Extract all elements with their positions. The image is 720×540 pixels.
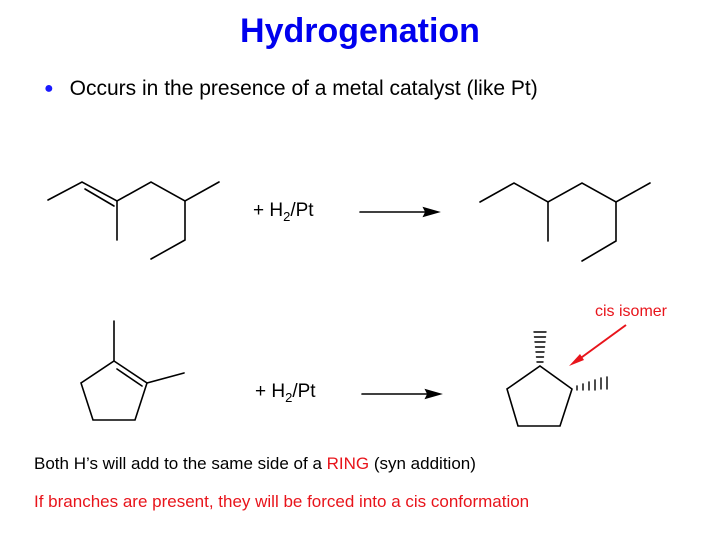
ring-highlight: RING	[326, 454, 370, 473]
annotation-arrow	[569, 324, 627, 366]
cis-cycloalkane-product-structure	[506, 331, 608, 427]
reagent-label-1: + H2/Pt	[253, 200, 314, 224]
note-text: Both H’s will add to the same side of a	[34, 454, 327, 473]
reagent-prefix: + H	[255, 381, 286, 402]
cycloalkene-reactant-structure	[80, 320, 185, 421]
slide-title: Hydrogenation	[240, 12, 480, 50]
cis-conformation-note: If branches are present, they will be fo…	[34, 492, 530, 511]
syn-addition-note: Both H’s will add to the same side of a …	[34, 454, 476, 474]
alkene-reactant-structure	[47, 181, 220, 260]
cis-isomer-label: cis isomer	[595, 303, 668, 320]
reagent-label-2: + H2/Pt	[255, 381, 316, 405]
reagent-suffix: /Pt	[292, 381, 316, 402]
reaction-arrow-2	[361, 388, 443, 400]
reagent-suffix: /Pt	[290, 200, 314, 221]
bullet-icon: ●	[44, 80, 54, 97]
reaction-arrow-1	[359, 206, 441, 218]
bullet-text: Occurs in the presence of a metal cataly…	[69, 77, 538, 100]
reagent-subscript: 2	[285, 389, 293, 405]
alkane-product-structure	[479, 182, 651, 262]
note-text-end: (syn addition)	[369, 454, 476, 473]
reagent-subscript: 2	[283, 208, 291, 224]
reagent-prefix: + H	[253, 200, 284, 221]
bullet-item: ● Occurs in the presence of a metal cata…	[44, 77, 538, 101]
